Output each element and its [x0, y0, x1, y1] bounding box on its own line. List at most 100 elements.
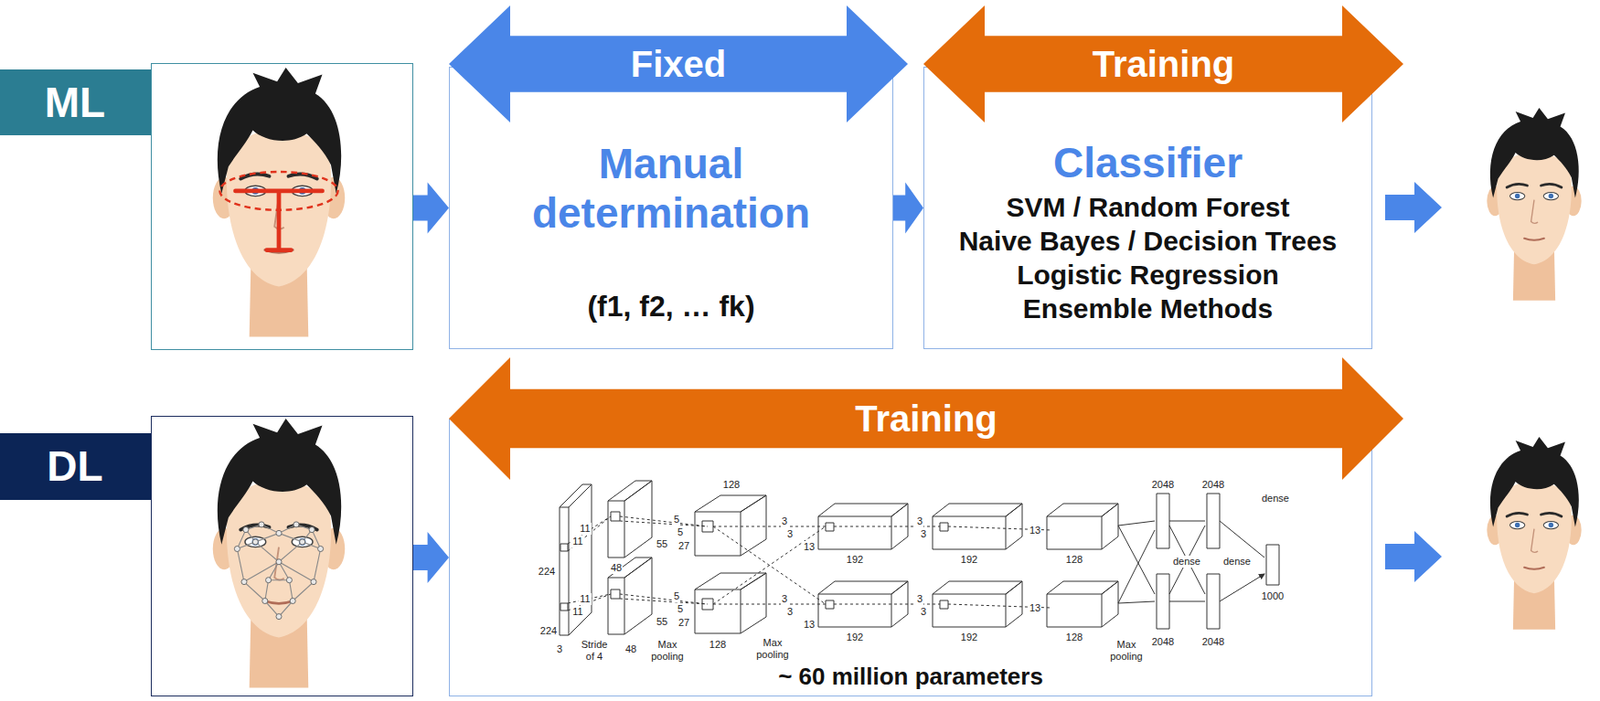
layer-dimension: 55	[655, 616, 669, 629]
layer-dimension: 11	[578, 522, 591, 535]
layer-dimension: 48	[609, 562, 623, 575]
double-arrow-fill	[923, 5, 1404, 123]
layer-dimension: 13	[802, 541, 816, 554]
double-arrow-fill	[448, 5, 908, 123]
layer-dimension: 3	[786, 528, 794, 541]
layer-dimension: 5	[672, 590, 681, 603]
band-title: Training	[512, 396, 1340, 441]
layer-dimension: 48	[624, 643, 638, 656]
filter-patch	[610, 512, 620, 599]
filter-patch	[825, 522, 834, 609]
flow-arrow	[413, 532, 449, 584]
layer-dimension: Stride of 4	[576, 639, 612, 663]
layer-dimension: 224	[539, 625, 558, 638]
output-face	[1486, 107, 1581, 301]
layer-dimension: 192	[960, 554, 979, 566]
filter-patch	[560, 544, 568, 611]
layer-dimension: 3	[780, 593, 789, 606]
layer-dimension: 13	[1028, 524, 1042, 537]
input-volume	[559, 484, 592, 636]
training-stage-band: Training	[448, 357, 1404, 480]
layer-dimension: 192	[845, 631, 864, 644]
classifier-method: Ensemble Methods	[924, 291, 1372, 326]
layer-dimension: 11	[571, 606, 584, 619]
output-arrow	[1385, 181, 1442, 234]
layer-dimension: 3	[916, 515, 924, 528]
layer-dimension: 192	[845, 554, 864, 566]
layer-dimension: 13	[802, 618, 816, 631]
classifier-box: ClassifierSVM / Random ForestNaive Bayes…	[923, 66, 1373, 350]
layer-note: Max pooling	[1108, 639, 1145, 663]
layer-dimension: 3	[919, 606, 928, 619]
conv-volume	[608, 557, 652, 635]
input-image-panel: DL	[150, 416, 414, 697]
box-title: Classifier	[924, 138, 1372, 188]
conv-volume	[1046, 581, 1119, 628]
layer-dimension: 11	[571, 535, 584, 548]
row-tag: DL	[0, 433, 151, 501]
classifier-method: Naive Bayes / Decision Trees	[924, 224, 1372, 258]
row-tag: ML	[0, 69, 151, 136]
flow-arrow	[413, 182, 449, 235]
dense-connection	[1118, 521, 1265, 604]
feature-box: Manual determination (f1, f2, … fk)	[448, 66, 894, 350]
layer-dimension: 2048	[1151, 636, 1175, 649]
input-face	[213, 418, 345, 689]
parameter-count: ~ 60 million parameters	[449, 662, 1372, 691]
layer-dimension: 128	[722, 479, 741, 491]
layer-dimension: 1000	[1260, 590, 1285, 603]
dense-layer	[1156, 493, 1280, 630]
double-arrow-fill	[448, 357, 1404, 480]
layer-dimension: 128	[1065, 631, 1084, 644]
receptive-field-line	[567, 516, 1052, 611]
layer-dimension: 3	[916, 593, 924, 606]
conv-volume	[932, 581, 1023, 628]
training-stage-band: Training	[923, 5, 1404, 123]
box-title: Manual determination	[488, 138, 854, 238]
layer-dimension: 5	[672, 513, 681, 526]
filter-patch	[939, 522, 949, 609]
output-arrow	[1385, 531, 1442, 583]
layer-dimension: 3	[780, 515, 789, 528]
conv-volume	[694, 495, 767, 556]
flow-arrow	[893, 182, 924, 235]
output-face	[1486, 437, 1581, 630]
layer-dimension: 27	[677, 540, 691, 553]
layer-dimension: 3	[786, 606, 794, 619]
layer-note: Max pooling	[754, 637, 791, 662]
classifier-method: Logistic Regression	[924, 257, 1372, 292]
layer-note: dense	[1222, 555, 1252, 568]
fixed-stage-band: Fixed	[448, 5, 908, 123]
layer-dimension: 2048	[1201, 636, 1226, 649]
handcrafted-feature-overlay	[219, 171, 338, 251]
feature-vector: (f1, f2, … fk)	[449, 288, 893, 324]
filter-patch	[702, 521, 714, 610]
layer-dimension: 55	[655, 538, 669, 551]
layer-dimension: 27	[677, 617, 691, 630]
conv-volume	[932, 503, 1023, 550]
layer-dimension: 224	[537, 565, 556, 578]
conv-volume	[1046, 503, 1119, 550]
classifier-method: SVM / Random Forest	[924, 190, 1372, 224]
layer-dimension: 2048	[1201, 479, 1226, 491]
band-title: Training	[987, 42, 1340, 86]
layer-dimension: 128	[708, 639, 727, 651]
layer-dimension: 192	[960, 631, 979, 644]
input-image-panel: ML	[150, 63, 414, 351]
layer-dimension: 13	[1028, 602, 1042, 615]
conv-volume	[694, 573, 767, 634]
layer-note: Max pooling	[649, 639, 686, 663]
layer-dimension: 3	[919, 528, 928, 541]
layer-dimension: 11	[578, 593, 591, 606]
band-title: Fixed	[512, 42, 844, 86]
conv-volume	[608, 480, 652, 558]
layer-dimension: 2048	[1151, 479, 1175, 491]
landmark-overlay	[234, 522, 323, 620]
layer-dimension: 5	[676, 603, 684, 616]
input-face	[213, 67, 345, 338]
layer-note: dense	[1260, 492, 1291, 505]
cnn-architecture	[559, 480, 1280, 636]
layer-note: dense	[1172, 555, 1202, 568]
layer-dimension: 3	[555, 643, 564, 656]
